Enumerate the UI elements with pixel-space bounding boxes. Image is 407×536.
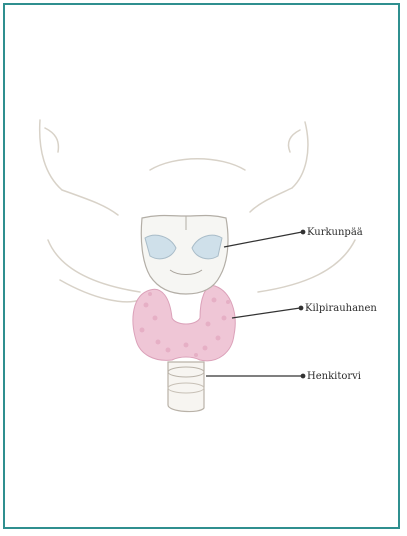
thyroid-gland-shape [133,286,235,361]
larynx-label: Kurkunpää [307,227,363,238]
larynx-pointer-line [224,232,302,247]
thyroid-pointer-line [232,308,300,318]
larynx-shape [141,216,228,295]
thyroid-label: Kilpirauhanen [305,303,377,314]
trachea-shape [168,362,204,412]
trachea-label: Henkitorvi [307,371,361,382]
